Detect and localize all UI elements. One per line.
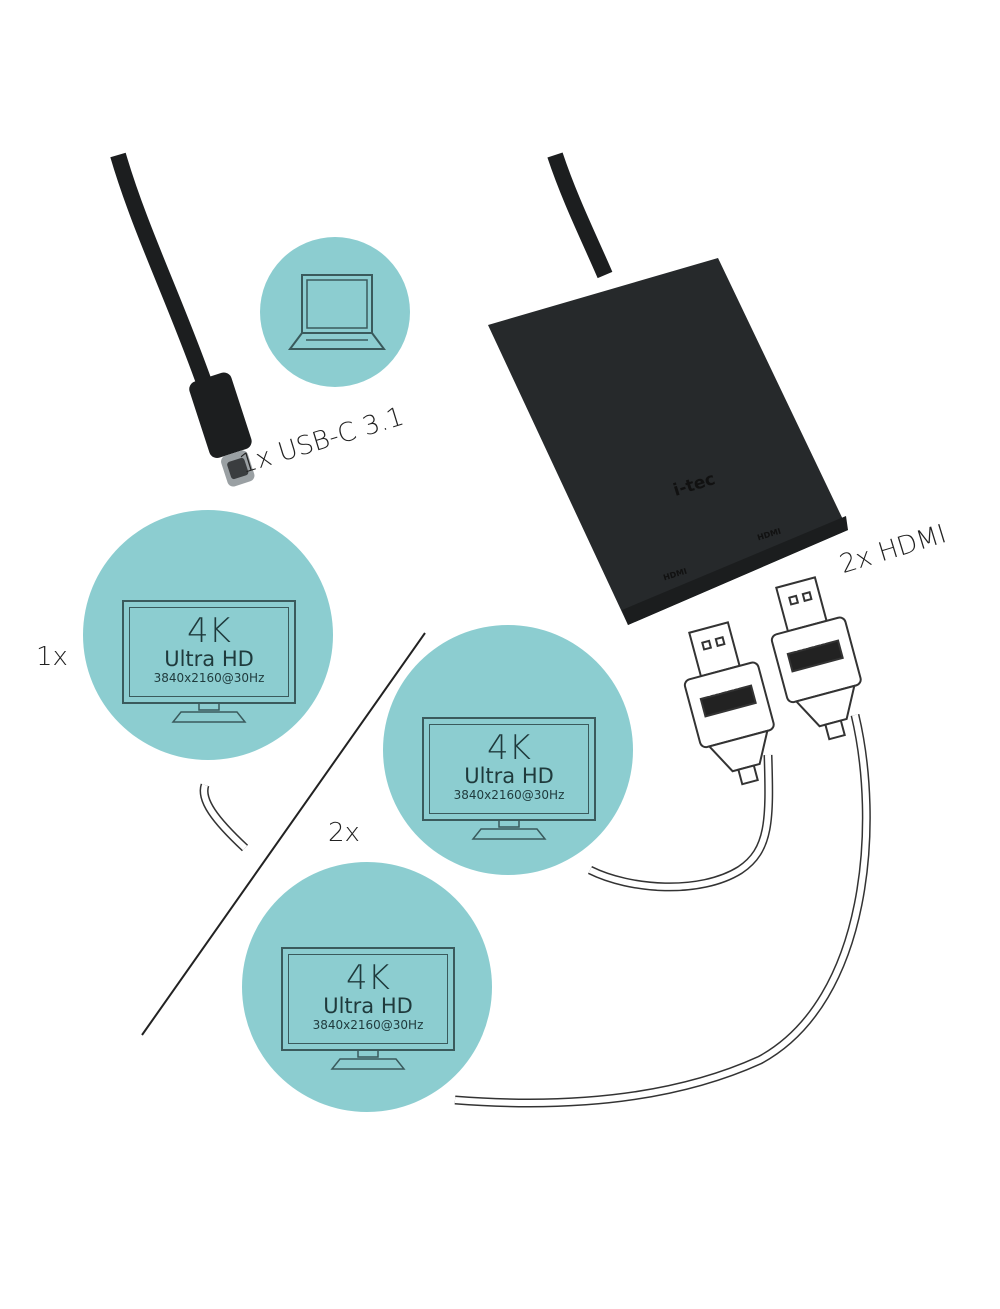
monitor-stand-icon xyxy=(171,704,247,723)
monitor-stand-icon xyxy=(471,821,547,840)
monitor-resolution: 3840x2160@30Hz xyxy=(312,1018,424,1032)
divider-line xyxy=(141,632,426,1036)
monitor-icon: 4K Ultra HD 3840x2160@30Hz xyxy=(281,947,455,1051)
usb-c-cable xyxy=(110,152,213,388)
laptop-icon xyxy=(288,274,386,350)
single-monitor-label: 1x xyxy=(36,642,68,672)
usb-c-plug xyxy=(189,372,255,487)
monitor-circle-1: 4K Ultra HD 3840x2160@30Hz xyxy=(83,510,333,760)
monitor-title: 4K xyxy=(187,611,231,651)
monitor-icon: 4K Ultra HD 3840x2160@30Hz xyxy=(122,600,296,704)
monitor-title: 4K xyxy=(487,728,531,768)
monitor-resolution: 3840x2160@30Hz xyxy=(453,788,565,802)
monitor-stand-icon xyxy=(330,1051,406,1070)
monitor-subtitle: Ultra HD xyxy=(164,647,254,671)
device-cable xyxy=(547,152,613,279)
monitor-resolution: 3840x2160@30Hz xyxy=(153,671,265,685)
laptop-circle xyxy=(260,237,410,387)
monitor-circle-3: 4K Ultra HD 3840x2160@30Hz xyxy=(242,862,492,1112)
monitor-circle-2: 4K Ultra HD 3840x2160@30Hz xyxy=(383,625,633,875)
monitor-subtitle: Ultra HD xyxy=(323,994,413,1018)
monitor-subtitle: Ultra HD xyxy=(464,764,554,788)
hdmi-plug-2 xyxy=(770,576,862,741)
monitor-icon: 4K Ultra HD 3840x2160@30Hz xyxy=(422,717,596,821)
dual-monitor-label: 2x xyxy=(328,818,360,848)
hdmi-adapter-device xyxy=(488,258,848,625)
monitor-title: 4K xyxy=(346,958,390,998)
hdmi-plug-1 xyxy=(683,621,775,786)
